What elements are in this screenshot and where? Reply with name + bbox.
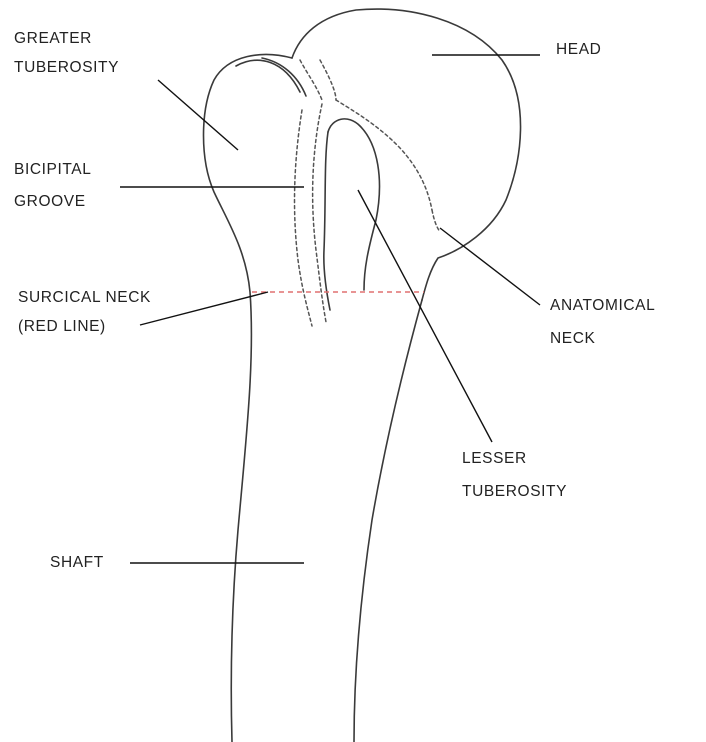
leader-anatomical-neck bbox=[440, 228, 540, 305]
label-greater-tuberosity: GREATER TUBEROSITY bbox=[14, 30, 119, 76]
lesser-tuberosity-outline bbox=[328, 119, 379, 290]
label-anatomical-neck: ANATOMICAL NECK bbox=[550, 297, 660, 347]
anatomical-neck-line bbox=[300, 60, 440, 232]
anatomical-neck-tail bbox=[432, 210, 440, 232]
greater-tuberosity-outline bbox=[204, 54, 293, 742]
leader-greater-tuberosity bbox=[158, 80, 238, 150]
anatomical-neck-upper bbox=[300, 60, 322, 100]
lesser-tuberosity-left bbox=[324, 132, 330, 310]
labels: GREATER TUBEROSITY HEAD BICIPITAL GROOVE… bbox=[14, 30, 660, 571]
label-surgical-neck: SURCICAL NECK (RED LINE) bbox=[18, 289, 156, 335]
label-lesser-tuberosity: LESSER TUBEROSITY bbox=[462, 450, 567, 500]
label-head: HEAD bbox=[556, 41, 601, 58]
label-shaft: SHAFT bbox=[50, 554, 104, 571]
groove-right-edge bbox=[313, 104, 326, 322]
groove-left-edge bbox=[295, 110, 312, 326]
shaft-right-outline bbox=[354, 300, 422, 742]
leader-surgical-neck bbox=[140, 292, 268, 325]
anatomical-neck-lower bbox=[320, 60, 336, 100]
leader-lesser-tuberosity bbox=[358, 190, 492, 442]
anatomical-neck-middle bbox=[336, 100, 432, 210]
humerus-outline bbox=[204, 9, 521, 742]
greater-tuberosity-top bbox=[236, 60, 300, 92]
label-bicipital-groove: BICIPITAL GROOVE bbox=[14, 161, 96, 210]
